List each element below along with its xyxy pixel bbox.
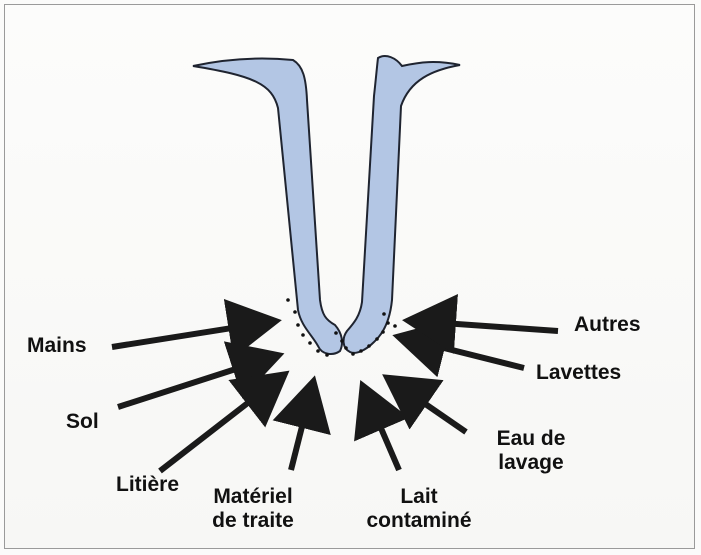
label-autres: Autres bbox=[574, 313, 641, 337]
teat-left-wall bbox=[193, 58, 342, 354]
label-eau-de-lavage: Eau de lavage bbox=[476, 427, 586, 475]
arrow-materiel bbox=[291, 387, 312, 470]
label-eau-line2: lavage bbox=[476, 451, 586, 475]
arrow-litiere bbox=[160, 378, 280, 471]
label-materiel-de-traite: Matériel de traite bbox=[198, 485, 308, 533]
arrow-lait bbox=[365, 391, 399, 470]
label-materiel-line1: Matériel bbox=[198, 485, 308, 509]
arrow-mains bbox=[112, 322, 270, 347]
label-litiere: Litière bbox=[116, 473, 179, 497]
label-sol: Sol bbox=[66, 410, 99, 434]
label-lait-line2: contaminé bbox=[354, 509, 484, 533]
arrow-autres bbox=[414, 321, 558, 331]
label-lavettes: Lavettes bbox=[536, 361, 621, 385]
label-materiel-line2: de traite bbox=[198, 509, 308, 533]
label-lait-contamine: Lait contaminé bbox=[354, 485, 484, 533]
label-lait-line1: Lait bbox=[354, 485, 484, 509]
label-eau-line1: Eau de bbox=[476, 427, 586, 451]
label-mains: Mains bbox=[27, 334, 87, 358]
teat-right-wall bbox=[344, 56, 460, 353]
arrow-lavettes bbox=[404, 338, 524, 368]
arrow-eau bbox=[392, 381, 466, 432]
